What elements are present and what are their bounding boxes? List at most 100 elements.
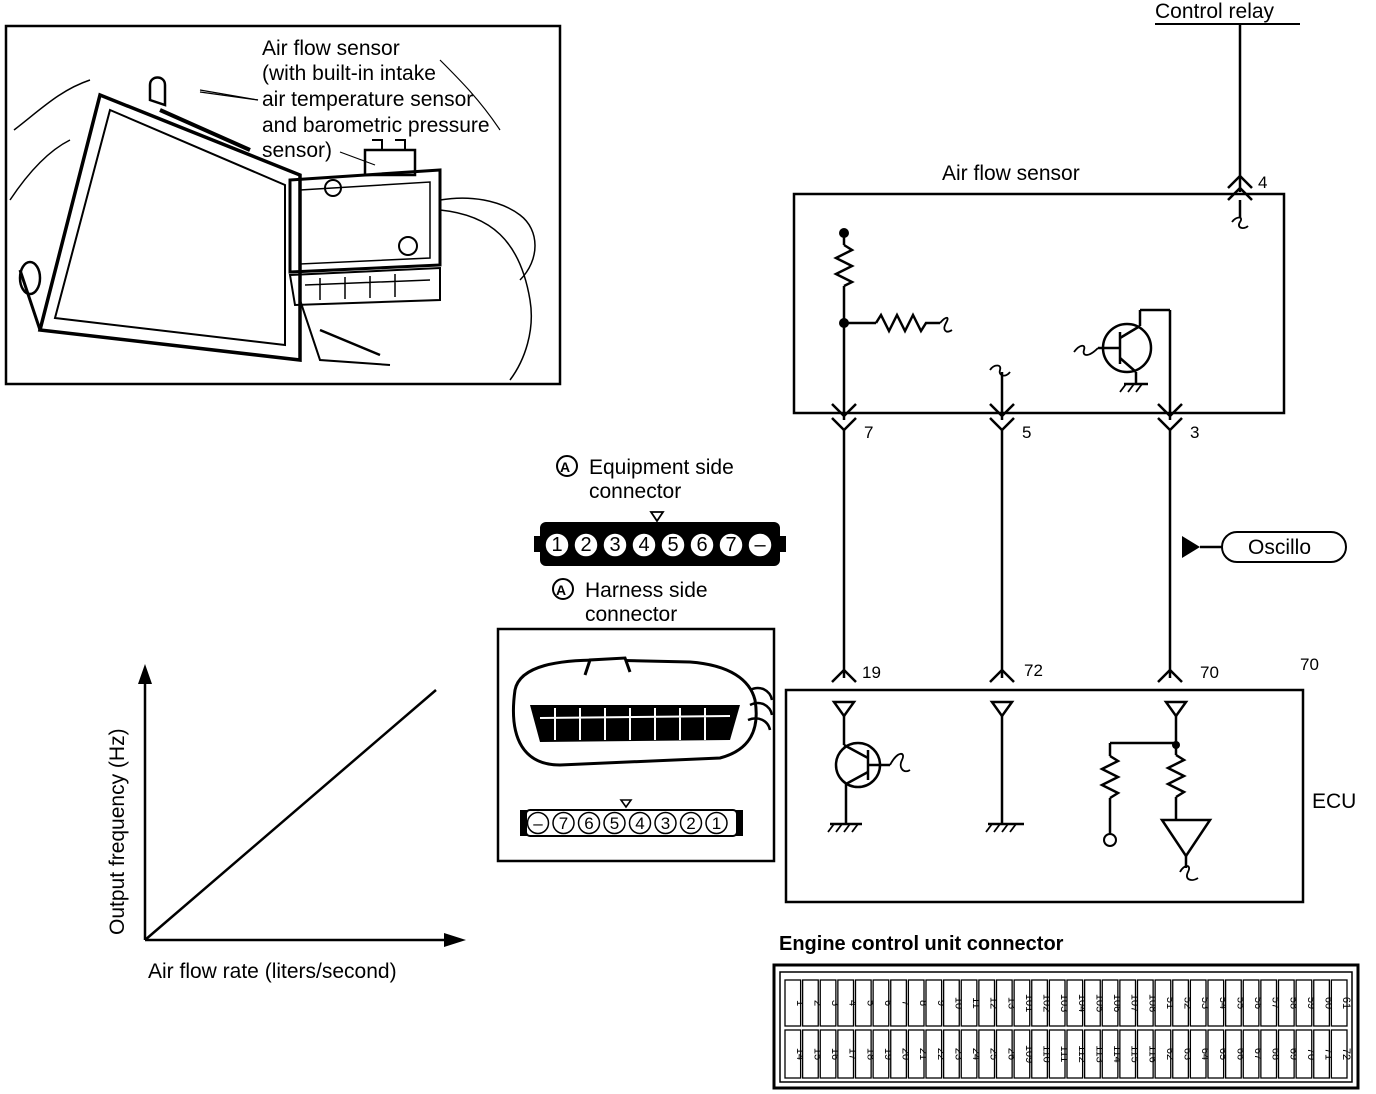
callout-line-5: sensor): [262, 139, 332, 162]
ecu-connector-cell-label: 4: [847, 1000, 859, 1006]
ecu-connector-cell-label: 7: [900, 1000, 912, 1006]
svg-text:A: A: [556, 582, 566, 598]
harness-pin-label: 2: [686, 814, 695, 833]
equipment-pin: –: [747, 532, 773, 558]
graph-xlabel: Air flow rate (liters/second): [148, 960, 397, 983]
sensor-internal-resistors: [833, 228, 953, 420]
ecu-connector-cell: 20: [890, 1029, 912, 1079]
harness-pin-label: 3: [661, 814, 670, 833]
harness-pin-label: 4: [635, 814, 644, 833]
equipment-pin: 4: [631, 532, 657, 558]
ecu-connector-cell-label: 9: [935, 1000, 947, 1006]
equipment-pin: 1: [544, 532, 570, 558]
ecu-connector-cell: 3: [819, 979, 841, 1027]
equipment-pin-label: 5: [667, 534, 678, 556]
ecu-pin-72-label: 72: [1024, 661, 1043, 680]
sensor-pin-5-label: 5: [1022, 423, 1031, 442]
graph-series-line: [144, 689, 437, 941]
ecu-connector-cell: 11: [960, 979, 982, 1027]
harness-pin-label: 5: [610, 814, 619, 833]
equipment-pin: 5: [660, 532, 686, 558]
equipment-pin-label: 3: [609, 534, 620, 556]
ecu-connector-title: Engine control unit connector: [779, 933, 1064, 955]
ecu-connector-cell: 13: [995, 979, 1017, 1027]
harness-title-1: Harness side: [585, 579, 708, 602]
ecu-connector-cell: 103: [1048, 979, 1070, 1027]
sensor-pin-4-label: 4: [1258, 173, 1267, 192]
ecu-internal-transistor: [827, 700, 911, 833]
equipment-pin: 2: [573, 532, 599, 558]
frequency-graph: Output frequency (Hz) Air flow rate (lit…: [106, 664, 466, 983]
sensor-pin-4-connector: 4: [1227, 173, 1267, 229]
ecu-connector-cell: 4: [837, 979, 859, 1027]
control-relay-label: Control relay: [1155, 0, 1275, 23]
harness-pin: 2: [679, 811, 703, 835]
equipment-title-2: connector: [589, 480, 681, 503]
ecu-pin-19-connector: 19: [831, 663, 881, 683]
equipment-pin-label: –: [754, 534, 766, 556]
ecu-connector-cell: 67: [1242, 1029, 1264, 1079]
ecu-internal-input-stage: [1099, 700, 1213, 881]
equipment-pin: 3: [602, 532, 628, 558]
harness-pin: –: [526, 811, 550, 835]
ecu-pin-72-connector: 72: [989, 661, 1043, 683]
sensor-pin-7-connector: 7: [831, 403, 873, 442]
harness-pin: 4: [628, 811, 652, 835]
harness-pin: 3: [654, 811, 677, 835]
equipment-pin-label: 6: [696, 534, 707, 556]
harness-pin-label: 1: [712, 814, 721, 833]
ecu-connector-cell-label: 8: [917, 1000, 929, 1006]
svg-text:A: A: [560, 459, 570, 475]
oscillo-label: Oscillo: [1248, 536, 1311, 559]
extra-70-label: 70: [1300, 655, 1319, 674]
harness-pin: 5: [603, 811, 626, 835]
ecu-connector-cell: 1: [784, 979, 806, 1027]
ecu-label: ECU: [1312, 790, 1356, 813]
callout-line-3: air temperature sensor: [262, 88, 473, 111]
air-flow-sensor-box: [792, 192, 1286, 415]
equipment-pin: 6: [689, 532, 715, 558]
ecu-pin-19-label: 19: [862, 663, 881, 682]
sensor-pin-3-label: 3: [1190, 423, 1199, 442]
sensor-photo-illustration: [9, 59, 536, 381]
ecu-connector-cell-label: 61: [1340, 997, 1352, 1009]
sensor-photo-callout: Air flow sensor (with built-in intake ai…: [199, 37, 490, 166]
harness-pin: 6: [577, 811, 601, 835]
oscillo-probe: Oscillo: [1182, 531, 1347, 563]
ecu-connector-cell: 8: [907, 979, 929, 1027]
ecu-connector-cell: 9: [925, 979, 947, 1027]
ecu-connector-cell: 5: [854, 979, 876, 1027]
ecu-connector-cell: 53: [1189, 979, 1211, 1027]
ecu-connector-cell-label: 1: [794, 1000, 806, 1006]
ecu-connector-cell: 2: [801, 979, 823, 1027]
ecu-connector-cell: 61: [1330, 979, 1352, 1027]
sensor-internal-transistor: [1073, 308, 1172, 420]
ecu-pin-70-label: 70: [1200, 663, 1219, 682]
harness-pin-label: 6: [584, 814, 593, 833]
callout-line-1: Air flow sensor: [262, 37, 400, 60]
ecu-connector-cell-label: 2: [811, 1000, 823, 1006]
equipment-pin-label: 2: [580, 534, 591, 556]
ecu-connector-cell-label: 6: [882, 1000, 894, 1006]
air-flow-sensor-title: Air flow sensor: [942, 162, 1080, 185]
callout-line-2: (with built-in intake: [262, 62, 436, 85]
sensor-photo-panel: Air flow sensor (with built-in intake ai…: [4, 24, 562, 386]
ecu-connector-cell: 19: [872, 1029, 894, 1079]
callout-line-4: and barometric pressure: [262, 114, 490, 137]
ecu-connector-cell: 72: [1330, 1029, 1352, 1079]
ecu-connector-cell-label: 3: [829, 1000, 841, 1006]
harness-title-2: connector: [585, 603, 677, 626]
ecu-connector-cell: 66: [1224, 1029, 1246, 1079]
harness-pin-label: –: [533, 814, 543, 833]
ecu-connector-cell: 24: [960, 1029, 982, 1079]
ecu-connector-cell: 6: [872, 979, 894, 1027]
ecu-connector-cell-label: 5: [864, 1000, 876, 1006]
graph-ylabel: Output frequency (Hz): [106, 728, 129, 935]
ecu-box: [784, 688, 1305, 904]
sensor-internal-pin5: [989, 364, 1011, 420]
ecu-connector-cell: 52: [1172, 979, 1194, 1027]
circuit-diagram: Control relay Air flow sensor 4: [784, 0, 1356, 904]
